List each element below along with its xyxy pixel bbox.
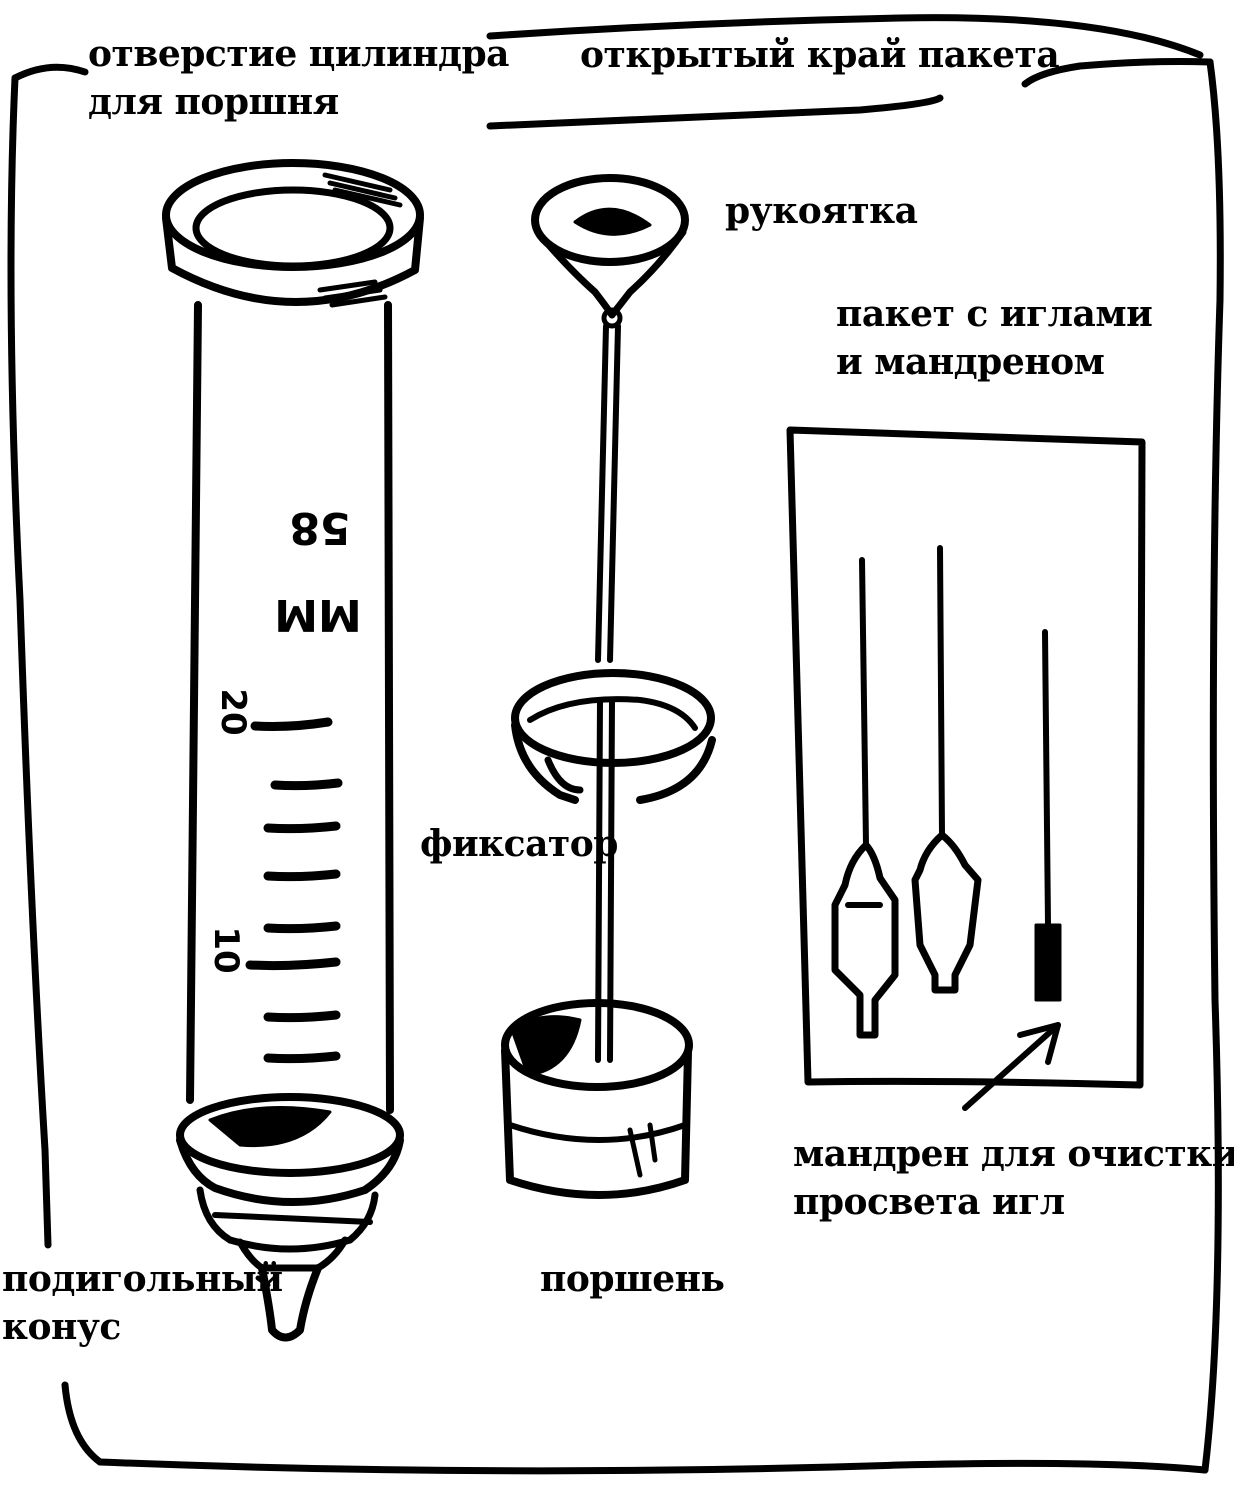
package-outline: [7, 14, 1224, 1475]
label-piston: поршень: [540, 1258, 725, 1300]
marking-top: 58: [289, 502, 350, 553]
label-needle-pack: пакет с иглами и мандреном: [836, 293, 1153, 383]
label-handle: рукоятка: [725, 190, 918, 232]
syringe-cylinder: [162, 159, 424, 1342]
label-cylinder-opening: отверстие цилиндра для поршня: [88, 33, 510, 123]
marking-scale-high: 20: [213, 688, 253, 735]
marking-unit: MM: [274, 589, 362, 640]
cone-pointer: [255, 1275, 271, 1288]
needle-pack: [786, 426, 1146, 1111]
label-needle-cone: подигольный конус: [2, 1258, 283, 1348]
label-mandrel: мандрен для очистки просвета игл: [793, 1133, 1234, 1223]
label-open-edge: открытый край пакета: [580, 34, 1060, 76]
cylinder-markings: 58 MM 20 10: [206, 502, 362, 974]
marking-scale-low: 10: [206, 926, 246, 973]
label-fixator: фиксатор: [420, 823, 618, 865]
plunger: [501, 174, 716, 1199]
